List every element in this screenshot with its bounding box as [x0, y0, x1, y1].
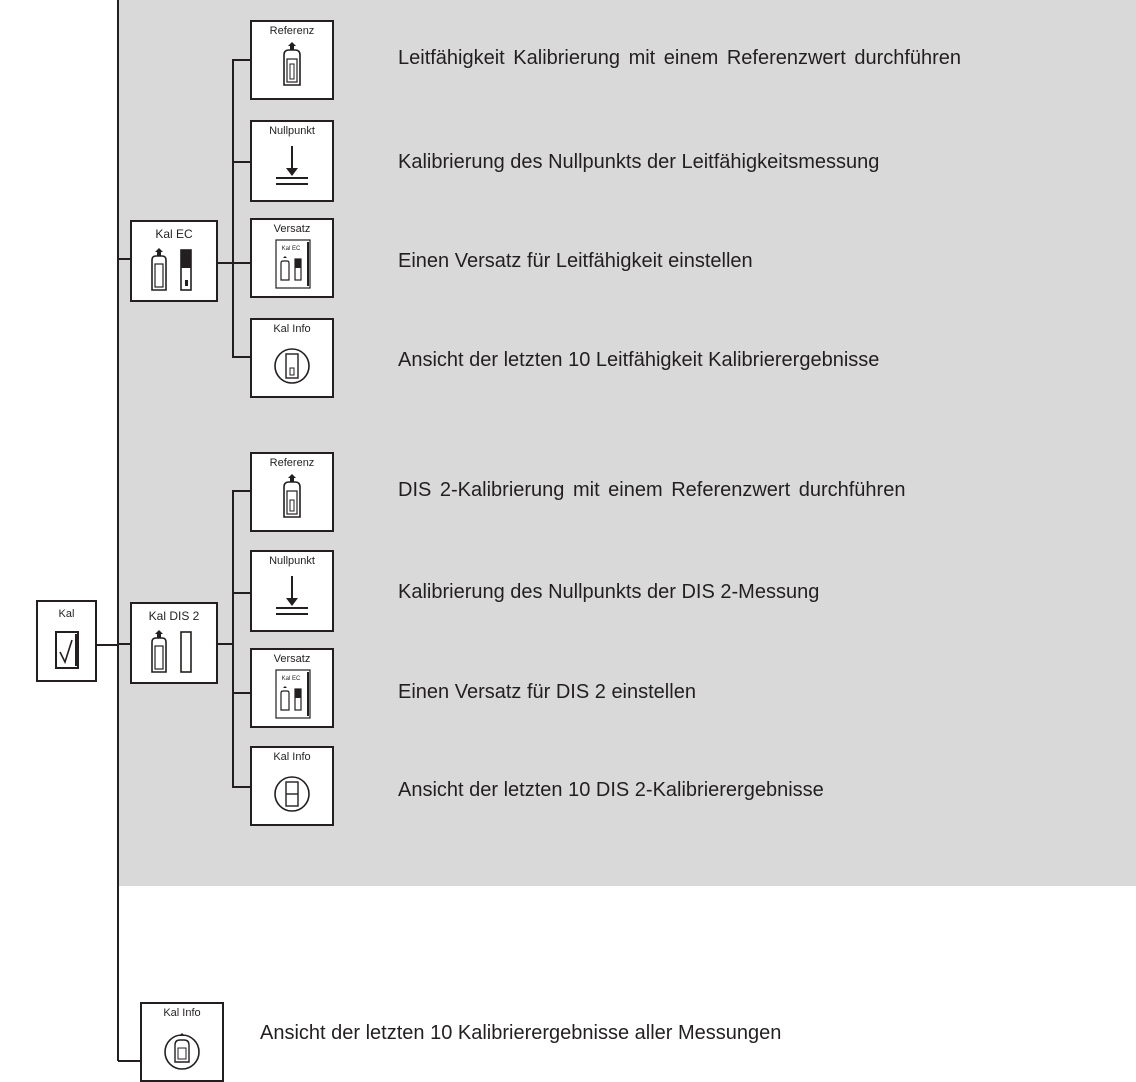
connector-all-info: [118, 1060, 140, 1062]
connector-dis-out: [217, 643, 233, 645]
ec-versatz-button[interactable]: Versatz Kal EC: [250, 218, 334, 298]
bottle-reagent-icon: [151, 248, 192, 291]
ec-versatz-description: Einen Versatz für Leitfähigkeit einstell…: [398, 250, 753, 272]
kal-ec-button[interactable]: Kal EC: [130, 220, 218, 302]
dis-versatz-description: Einen Versatz für DIS 2 einstellen: [398, 681, 696, 703]
dis-kalinfo-description: Ansicht der letzten 10 DIS 2-Kalibrierer…: [398, 779, 824, 801]
calibration-info-icon: [274, 776, 310, 812]
dis-nullpunkt-button[interactable]: Nullpunkt: [250, 550, 334, 632]
reference-bottle-icon: [283, 474, 301, 518]
ec-referenz-button[interactable]: Referenz: [250, 20, 334, 100]
ec-referenz-description: Leitfähigkeit Kalibrierung mit einem Ref…: [398, 47, 962, 69]
dis-versatz-label: Versatz: [273, 653, 311, 665]
kal-dis2-button-label: Kal DIS 2: [148, 609, 200, 623]
dis-kalinfo-label: Kal Info: [273, 751, 311, 763]
all-kalinfo-description: Ansicht der letzten 10 Kalibrierergebnis…: [260, 1022, 782, 1044]
dis-nullpunkt-label: Nullpunkt: [269, 555, 315, 567]
connector-dis-referenz: [232, 490, 250, 492]
ec-versatz-sublabel: Kal EC: [281, 246, 301, 252]
bottle-reagent-icon: [151, 630, 192, 673]
connector-ec-out: [217, 262, 233, 264]
connector-kal-dis: [118, 643, 130, 645]
connector-main-trunk: [117, 0, 119, 1061]
connector-ec-referenz: [232, 59, 250, 61]
checkmark-icon: [55, 631, 79, 669]
offset-icon: [275, 239, 311, 289]
ec-kalinfo-label: Kal Info: [273, 323, 311, 335]
connector-ec-kalinfo: [232, 356, 250, 358]
kal-dis2-button[interactable]: Kal DIS 2: [130, 602, 218, 684]
connector-dis-versatz: [232, 692, 250, 694]
dis-referenz-button[interactable]: Referenz: [250, 452, 334, 532]
dis-referenz-description: DIS 2-Kalibrierung mit einem Referenzwer…: [398, 479, 906, 501]
connector-dis-trunk: [232, 490, 234, 788]
ec-referenz-label: Referenz: [269, 25, 315, 37]
all-kalinfo-label: Kal Info: [163, 1007, 201, 1019]
dis-kalinfo-button[interactable]: Kal Info: [250, 746, 334, 826]
connector-dis-nullpunkt: [232, 592, 250, 594]
ec-kalinfo-button[interactable]: Kal Info: [250, 318, 334, 398]
ec-kalinfo-description: Ansicht der letzten 10 Leitfähigkeit Kal…: [398, 349, 880, 371]
reference-bottle-icon: [283, 42, 301, 86]
dis-nullpunkt-description: Kalibrierung des Nullpunkts der DIS 2-Me…: [398, 581, 820, 603]
all-kalinfo-button[interactable]: Kal Info: [140, 1002, 224, 1082]
connector-dis-kalinfo: [232, 786, 250, 788]
ec-nullpunkt-button[interactable]: Nullpunkt: [250, 120, 334, 202]
connector-root: [96, 644, 118, 646]
ec-versatz-label: Versatz: [273, 223, 311, 235]
offset-icon: [275, 669, 311, 719]
dis-versatz-button[interactable]: Versatz Kal EC: [250, 648, 334, 728]
kal-button-label: Kal: [58, 608, 75, 620]
connector-ec-versatz: [232, 262, 250, 264]
connector-ec-trunk: [232, 59, 234, 357]
kal-button[interactable]: Kal: [36, 600, 97, 682]
dis-versatz-sublabel: Kal EC: [281, 676, 301, 682]
zero-point-icon: [276, 146, 308, 185]
calibration-info-all-icon: [164, 1033, 200, 1070]
ec-nullpunkt-label: Nullpunkt: [269, 125, 315, 137]
kal-ec-button-label: Kal EC: [155, 227, 193, 241]
connector-kal-ec: [118, 258, 130, 260]
calibration-info-icon: [274, 348, 310, 384]
ec-nullpunkt-description: Kalibrierung des Nullpunkts der Leitfähi…: [398, 151, 880, 173]
connector-ec-nullpunkt: [232, 161, 250, 163]
dis-referenz-label: Referenz: [269, 457, 315, 469]
zero-point-icon: [276, 576, 308, 615]
